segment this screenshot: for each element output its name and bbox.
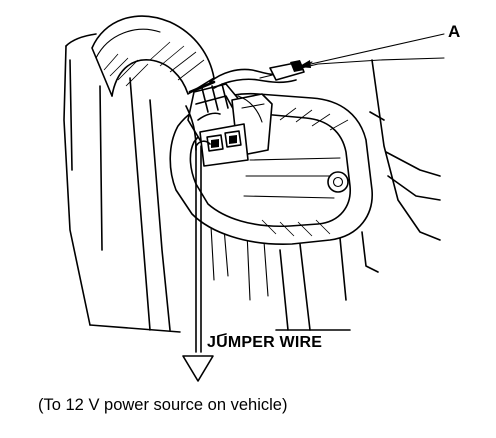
- callout-label-a: A: [448, 22, 461, 41]
- wire-leads: [209, 60, 305, 123]
- body-panel-lines: [63, 33, 445, 337]
- power-source-caption: (To 12 V power source on vehicle): [38, 396, 288, 414]
- plug-connector: [185, 80, 273, 167]
- jumper-wire-label: JUMPER WIRE: [207, 334, 323, 351]
- callout-leader-a: [298, 33, 445, 68]
- triangle-arrow-icon: [182, 355, 214, 382]
- jumper-wire: [195, 140, 211, 353]
- wiring-harness-sleeve: [91, 15, 215, 97]
